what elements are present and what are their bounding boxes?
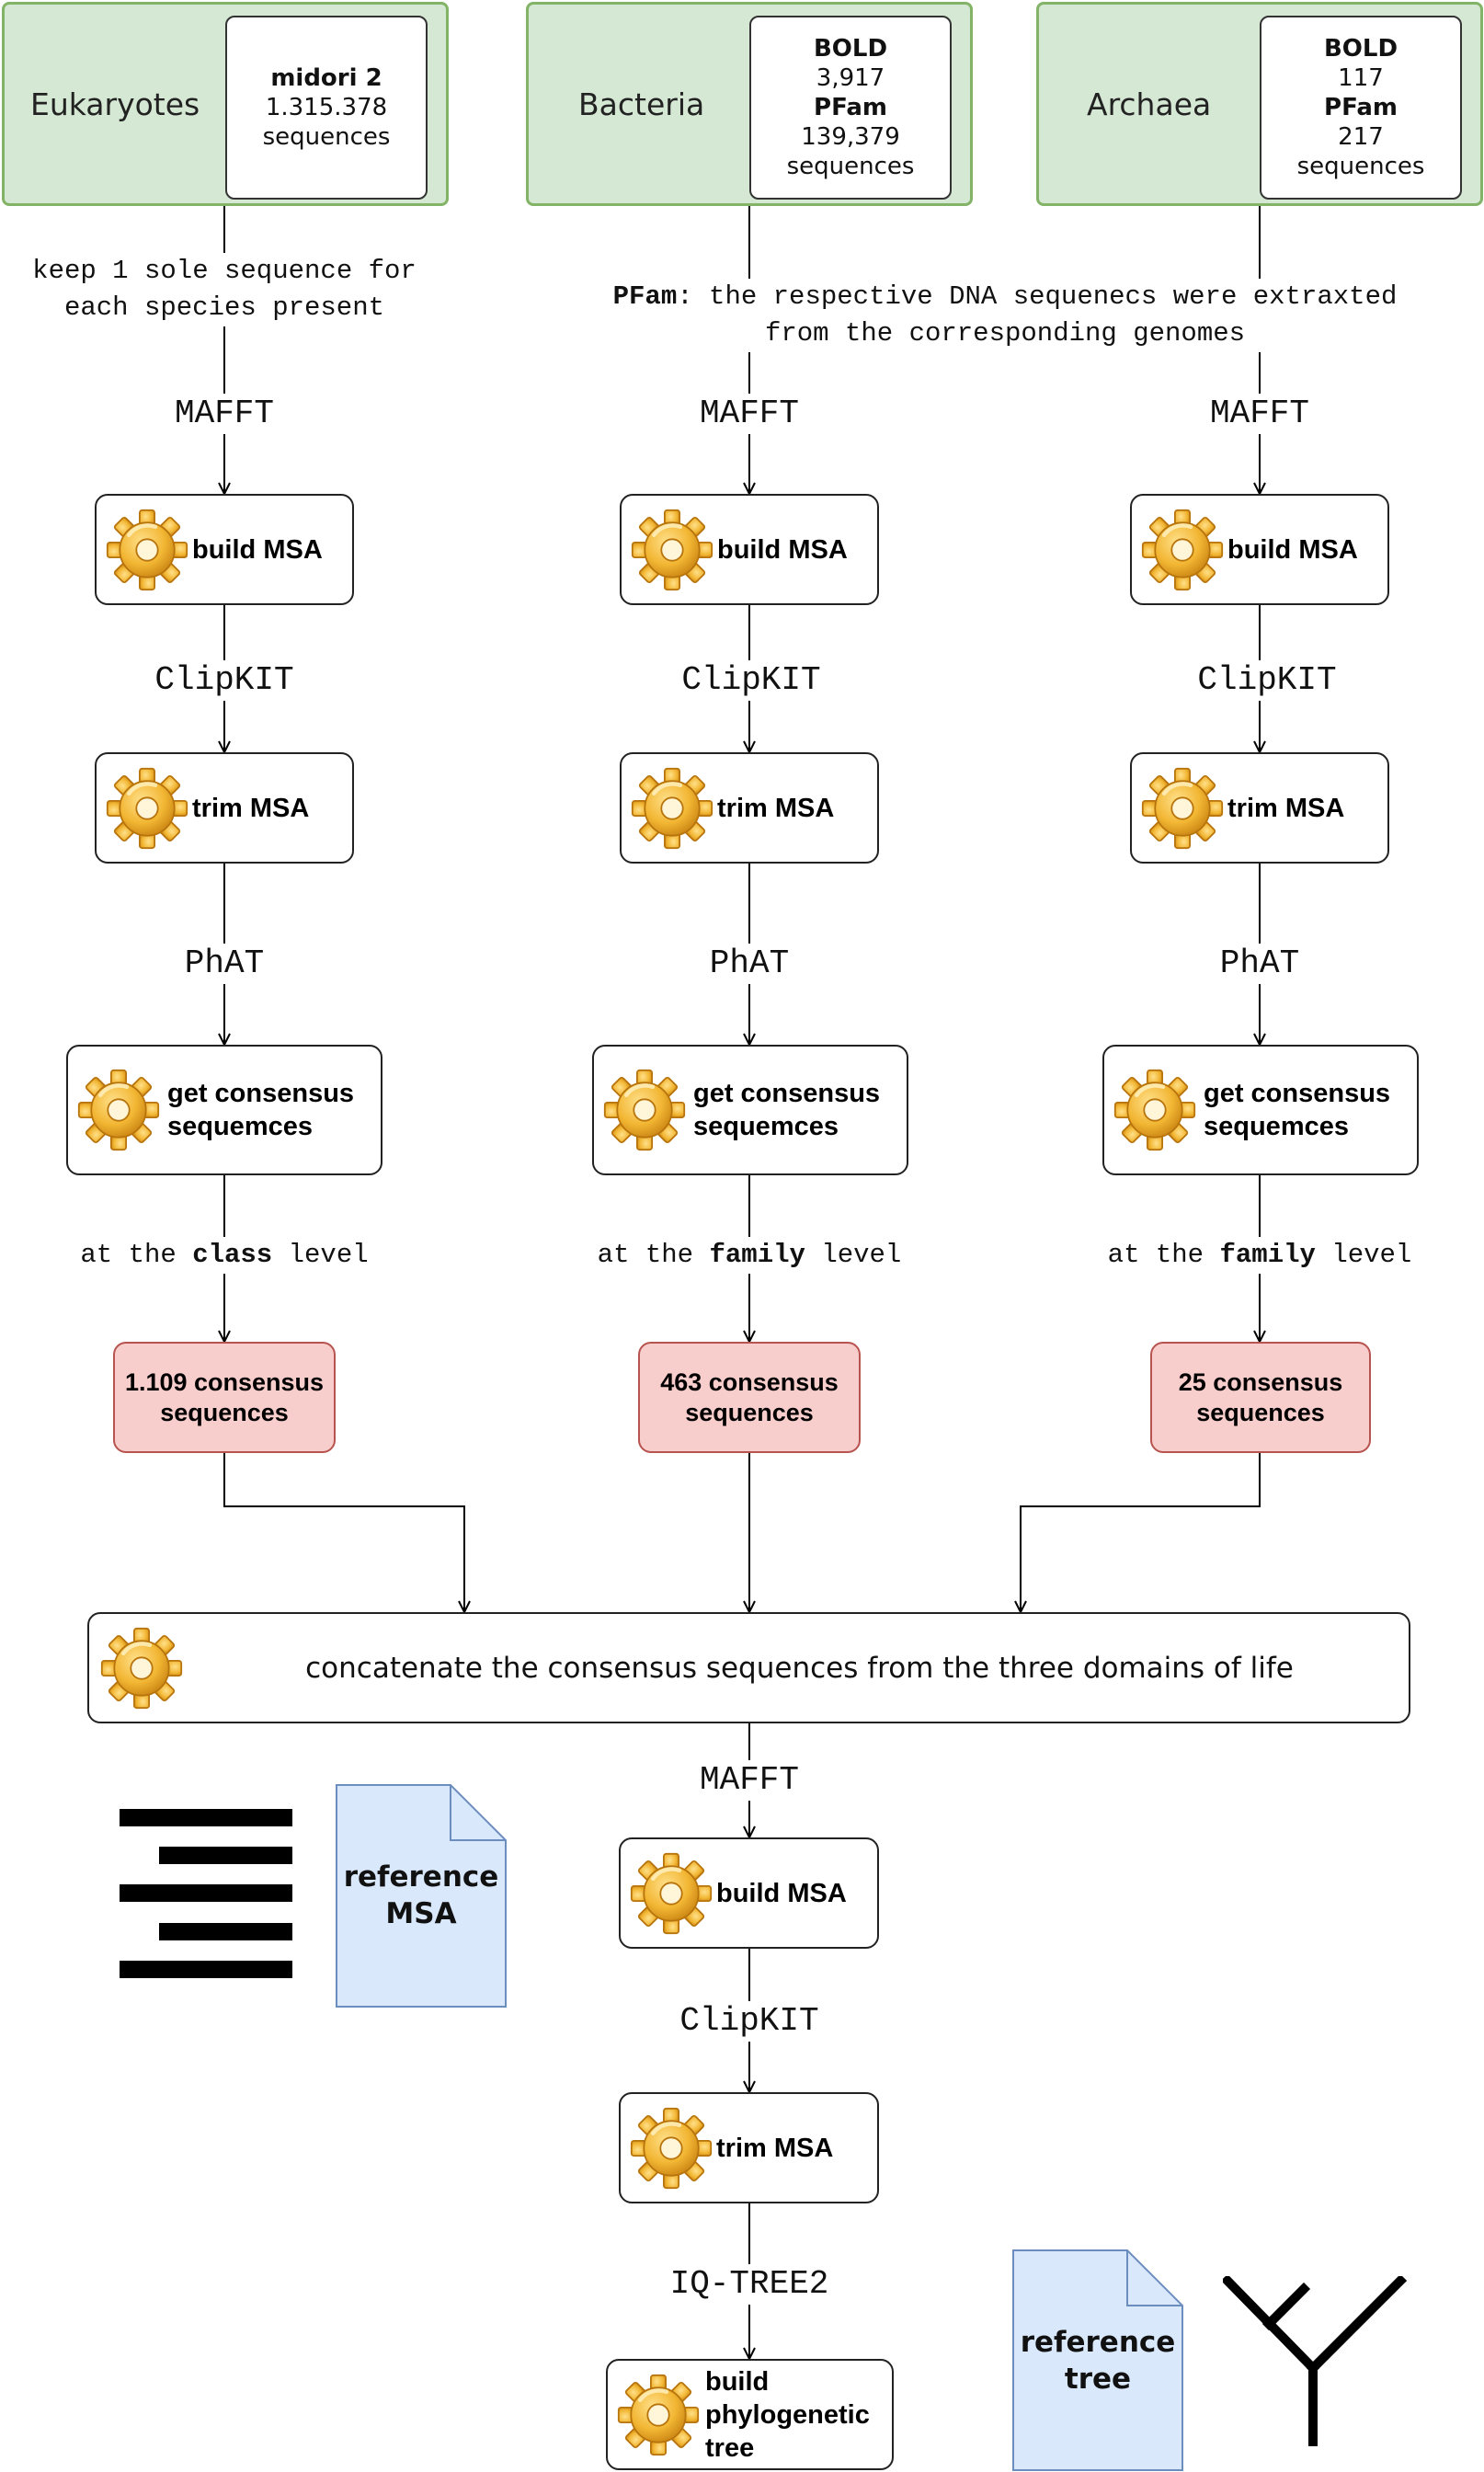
tool-label-phat: PhAT [180,944,268,984]
step-label: build MSA [717,534,848,565]
source-info-line: PFam [814,94,887,121]
tree-icon [1223,2276,1407,2446]
source-info-line: BOLD [1323,35,1398,63]
source-info-line: PFam [1324,94,1398,121]
source-info-line: 217 [1338,123,1384,151]
tool-label-mafft: MAFFT [695,1760,804,1801]
tool-label-clipkit: ClipKIT [676,2001,823,2042]
tool-label-phat: PhAT [705,944,793,984]
build-msa-step: build MSA [1130,494,1389,605]
step-label: build MSA [192,534,323,565]
gear-icon [1113,1069,1196,1151]
gear-icon [100,1627,183,1710]
step-label: trim MSA [717,793,835,823]
gear-icon [106,767,188,850]
build-msa-step: build MSA [95,494,354,605]
source-info-line: 117 [1338,64,1384,92]
build-msa-step: build MSA [619,1837,879,1949]
level-note-archaea: at the family level [1103,1237,1416,1274]
gear-icon [631,767,713,850]
gear-icon [1141,767,1224,850]
tool-label-iqtree: IQ-TREE2 [666,2264,833,2305]
domain-name: Bacteria [578,86,705,122]
tool-label-phat: PhAT [1216,944,1304,984]
msa-lines-icon [120,1809,292,1978]
trim-msa-step: trim MSA [620,752,879,864]
tool-label-clipkit: ClipKIT [151,660,298,701]
concatenate-step: concatenate the consensus sequences from… [87,1612,1410,1723]
level-note-eukaryotes: at the class level [76,1237,372,1274]
connector-arrow [223,1453,464,1611]
gear-icon [631,509,713,591]
gear-icon [630,2107,713,2190]
source-info-line: BOLD [813,35,888,63]
document-icon [1012,2249,1183,2471]
step-label: build MSA [1227,534,1358,565]
gear-icon [106,509,188,591]
tool-label-clipkit: ClipKIT [1193,660,1341,701]
step-label: trim MSA [1227,793,1345,823]
source-info-line: sequences [262,123,391,151]
source-info-line: sequences [786,153,915,180]
tool-label-mafft: MAFFT [1205,394,1314,434]
pfam-extraction-note: PFam: the respective DNA sequenecs were … [609,279,1401,352]
gear-icon [617,2374,700,2456]
gear-icon [1141,509,1224,591]
source-info-line: 3,917 [816,64,885,92]
trim-msa-step: trim MSA [619,2092,879,2203]
step-label: build MSA [716,1878,847,1908]
domain-name: Archaea [1087,86,1212,122]
tool-label-clipkit: ClipKIT [678,660,825,701]
source-info-line: 139,379 [801,123,900,151]
tool-label-mafft: MAFFT [170,394,279,434]
trim-msa-step: trim MSA [95,752,354,864]
gear-icon [603,1069,686,1151]
gear-icon [630,1852,713,1935]
source-info-line: 1.315.378 [265,94,388,121]
connector-arrow [1021,1453,1261,1611]
domain-name: Eukaryotes [30,86,200,122]
trim-msa-step: trim MSA [1130,752,1389,864]
source-info-line: sequences [1296,153,1425,180]
step-label: trim MSA [716,2133,834,2163]
step-label: trim MSA [192,793,310,823]
gear-icon [77,1069,160,1151]
concatenate-label: concatenate the consensus sequences from… [305,1651,1294,1685]
build-msa-step: build MSA [620,494,879,605]
tool-label-mafft: MAFFT [695,394,804,434]
source-info-line: midori 2 [270,64,382,92]
level-note-bacteria: at the family level [593,1237,906,1274]
document-icon [336,1784,507,2008]
